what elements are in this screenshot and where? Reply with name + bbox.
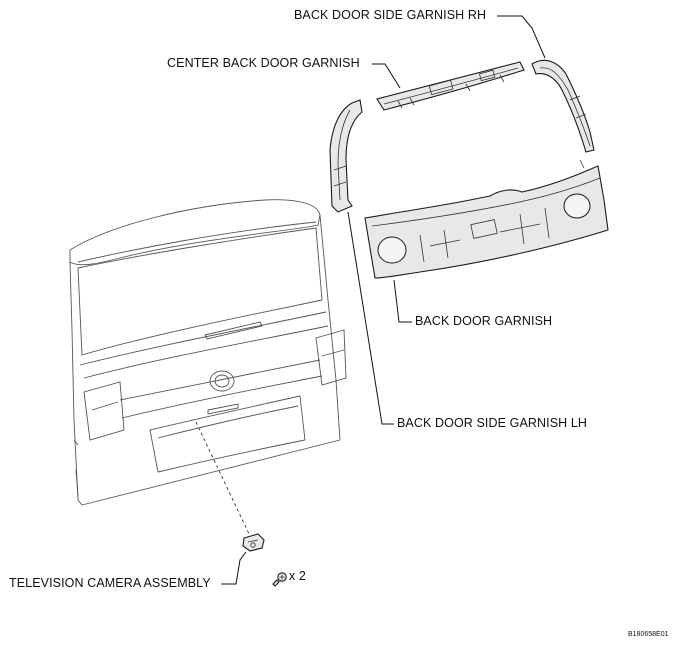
label-back-door-garnish: BACK DOOR GARNISH (415, 314, 553, 328)
back-door-garnish-part (364, 159, 609, 279)
back-door-illustration (69, 199, 347, 506)
back-door-side-garnish-rh-part (531, 59, 595, 153)
label-side-garnish-lh: BACK DOOR SIDE GARNISH LH (397, 416, 588, 430)
camera-assembly-part (195, 421, 265, 552)
label-center-garnish: CENTER BACK DOOR GARNISH (167, 56, 360, 70)
back-door-side-garnish-lh-part (329, 99, 363, 213)
center-back-door-garnish-part (376, 61, 525, 111)
leader-lines (221, 15, 546, 585)
figure-code: B180658E01 (628, 631, 669, 638)
label-screw-quantity: x 2 (289, 569, 306, 583)
camera-screw (272, 572, 287, 587)
label-side-garnish-rh: BACK DOOR SIDE GARNISH RH (294, 8, 487, 22)
label-camera-assembly: TELEVISION CAMERA ASSEMBLY (9, 576, 211, 590)
